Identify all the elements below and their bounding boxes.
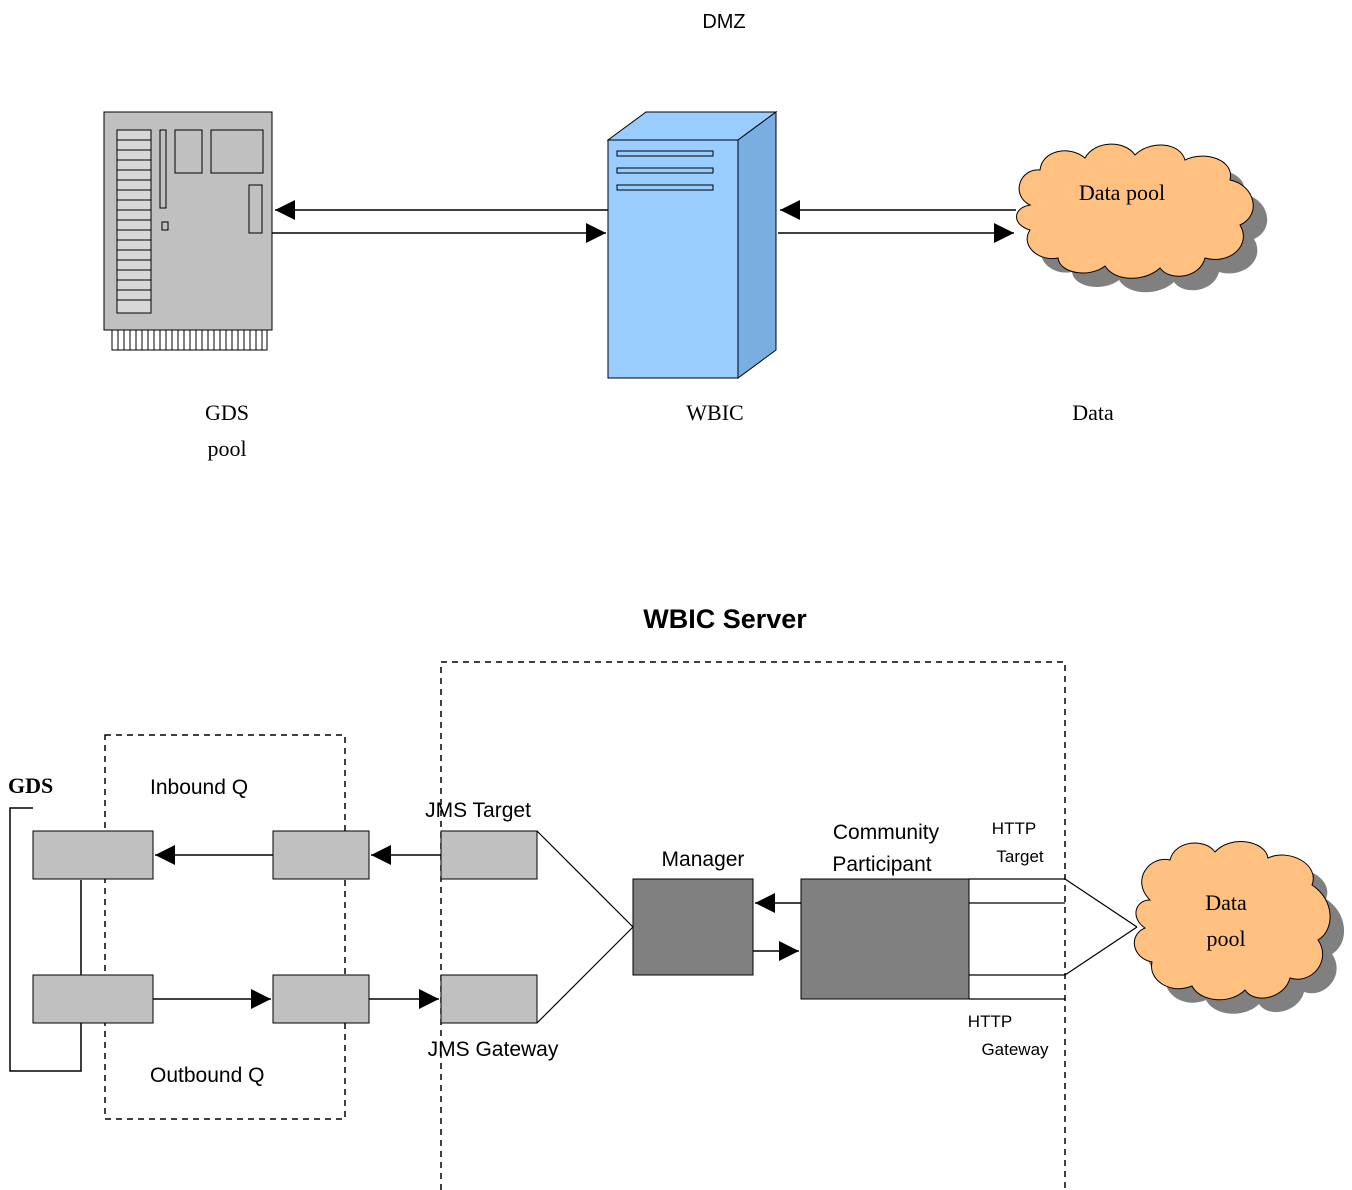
outbound-q-label: Outbound Q [150, 1064, 264, 1087]
manager-participant-connectors [753, 893, 801, 961]
gds-label: GDS [8, 773, 53, 798]
queue-boundary [104, 734, 346, 1120]
http-connectors [969, 878, 1138, 1000]
gds-bracket [9, 807, 82, 1072]
community-participant-box [800, 878, 970, 1000]
http-gateway-label-line2: Gateway [981, 1040, 1049, 1059]
wbic-label: WBIC [686, 400, 743, 425]
top-connectors [272, 200, 1016, 243]
bottom-data-pool-cloud: Data pool [1133, 841, 1345, 1014]
gds-inbound-box [32, 830, 154, 880]
wbic-server-title: WBIC Server [643, 604, 807, 634]
jms-target-box [440, 830, 538, 880]
bottom-cloud-label-line2: pool [1206, 926, 1245, 951]
jms-gateway-box [440, 974, 538, 1024]
http-target-label-line2: Target [996, 847, 1044, 866]
gds-computer-icon [103, 111, 273, 351]
top-data-pool-cloud: Data pool [1016, 143, 1268, 293]
community-participant-label-line2: Participant [832, 853, 931, 876]
top-cloud-label: Data pool [1079, 180, 1165, 205]
jms-gateway-label: JMS Gateway [428, 1038, 559, 1061]
wbic-server-boundary [440, 661, 1066, 1190]
gds-pool-label-line2: pool [207, 436, 246, 461]
jms-manager-connectors [536, 830, 634, 1024]
queue-connectors [153, 845, 441, 1009]
manager-box [632, 878, 754, 976]
data-label: Data [1072, 400, 1114, 425]
jms-target-label: JMS Target [425, 799, 531, 822]
wbic-server-icon [606, 111, 778, 379]
inbound-queue-box [272, 830, 370, 880]
outbound-queue-box [272, 974, 370, 1024]
inbound-q-label: Inbound Q [150, 776, 248, 799]
manager-label: Manager [662, 848, 745, 871]
http-gateway-label-line1: HTTP [968, 1012, 1012, 1031]
gds-outbound-box [32, 974, 154, 1024]
community-participant-label-line1: Community [833, 821, 940, 844]
gds-pool-label-line1: GDS [205, 400, 249, 425]
bottom-cloud-label-line1: Data [1205, 890, 1247, 915]
http-target-label-line1: HTTP [992, 819, 1036, 838]
dmz-label: DMZ [702, 11, 745, 33]
